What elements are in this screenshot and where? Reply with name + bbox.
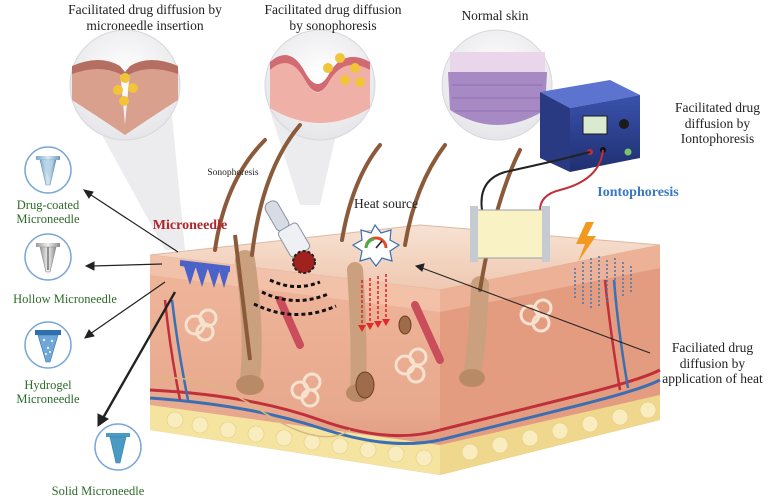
heat-source	[351, 223, 401, 332]
heat-diffusion-title: Faciliated drug diffusion by application…	[662, 340, 763, 387]
pointer-arrows	[82, 189, 651, 427]
drug-coated-microneedle-label: Drug-coated Microneedle	[16, 198, 80, 227]
heat-source-label: Heat source	[353, 196, 419, 211]
normal-skin-title: Normal skin	[461, 8, 529, 23]
microneedle-patch	[180, 260, 230, 288]
solid-microneedle-icon	[94, 423, 142, 471]
hollow-microneedle-icon	[24, 233, 72, 281]
microneedle-zoom-circle	[69, 29, 185, 250]
iontophoresis-diffusion-title: Facilitated drug diffusion by Iontophore…	[674, 100, 761, 147]
hollow-microneedle-label: Hollow Microneedle	[13, 292, 117, 306]
iontophoresis-label: Iontophoresis	[597, 185, 679, 200]
sonophoresis-label: Sonophoresis	[207, 168, 259, 178]
solid-microneedle-label: Solid Microneedle	[51, 484, 145, 498]
microneedle-insertion-title: Facilitated drug diffusion by microneedl…	[68, 2, 222, 33]
hydrogel-microneedle-label: Hydrogel Microneedle	[16, 378, 80, 407]
drug-coated-microneedle-icon	[24, 146, 72, 194]
sonophoresis-zoom-circle	[264, 29, 376, 205]
microneedle-label: Microneedle	[152, 218, 228, 233]
sonophoresis-diffusion-title: Facilitated drug diffusion by sonophores…	[264, 2, 402, 33]
normal-skin-zoom-circle	[441, 29, 553, 141]
iontophoresis-device	[470, 80, 640, 310]
skin-block	[149, 224, 661, 475]
sonophoresis-probe	[253, 200, 337, 316]
hydrogel-microneedle-icon	[24, 321, 72, 369]
